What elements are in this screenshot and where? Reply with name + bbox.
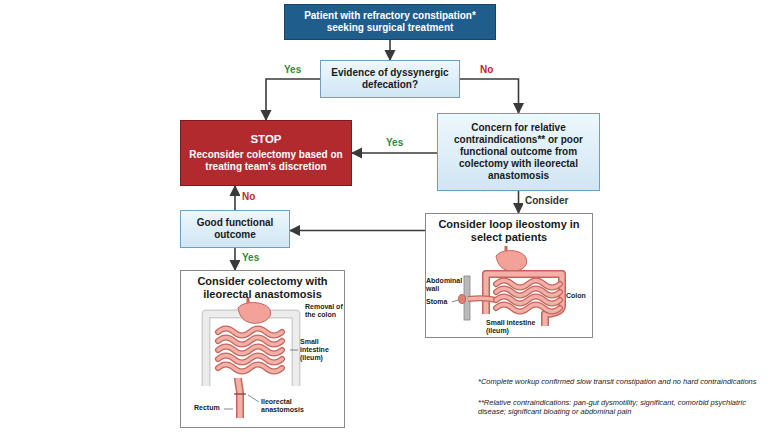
flow-arrow bbox=[290, 230, 425, 232]
intestine-coil bbox=[218, 329, 282, 336]
part-label: Stoma bbox=[426, 298, 454, 306]
removed-colon bbox=[206, 314, 296, 386]
edge-label: Yes bbox=[282, 64, 303, 76]
part-label: Abdominal wall bbox=[426, 277, 462, 293]
intestine-coil bbox=[218, 356, 282, 363]
intestine-coil bbox=[496, 305, 560, 312]
flow-arrow bbox=[352, 152, 437, 154]
leader-line bbox=[452, 300, 458, 302]
node-heading: Consider colectomy with ileorectal anast… bbox=[188, 275, 337, 301]
rectum bbox=[238, 378, 240, 418]
node-heading: Consider loop ileostomy in select patien… bbox=[433, 218, 585, 244]
node-heading: Concern for relative contraindications**… bbox=[445, 122, 592, 182]
flow-arrow bbox=[266, 79, 320, 120]
intestine-coil bbox=[218, 365, 282, 372]
edge-label: Consider bbox=[523, 195, 570, 207]
part-label: Small intestine (ileum) bbox=[300, 338, 342, 362]
anastomosis-mark bbox=[234, 393, 246, 394]
stomach bbox=[496, 251, 527, 272]
colon bbox=[486, 274, 562, 326]
stoma-loop bbox=[468, 298, 496, 300]
colon-outline bbox=[486, 274, 562, 326]
intestine-coil bbox=[496, 305, 560, 312]
node-heading: STOP bbox=[250, 133, 281, 147]
flow-arrow bbox=[389, 40, 391, 60]
intestine-coil bbox=[218, 356, 282, 363]
ileostomy-figure bbox=[452, 246, 562, 326]
edge-label: Yes bbox=[384, 137, 405, 149]
node-heading: Good functional outcome bbox=[188, 217, 282, 241]
node-heading: Patient with refractory constipation* se… bbox=[292, 10, 488, 34]
leader-line bbox=[248, 395, 259, 402]
start-box: Patient with refractory constipation* se… bbox=[284, 4, 496, 40]
leader-line bbox=[224, 409, 233, 410]
footnote: **Relative contraindications: pan-gut dy… bbox=[478, 399, 764, 416]
node-body: Reconsider colectomy based on treating t… bbox=[188, 149, 344, 173]
outcome-box: Good functional outcome bbox=[180, 210, 290, 248]
edge-label: Yes bbox=[240, 252, 261, 264]
leader-line bbox=[290, 350, 298, 351]
removed-colon bbox=[206, 314, 296, 386]
stoma bbox=[459, 295, 466, 304]
flow-arrow bbox=[518, 191, 520, 213]
flow-arrow bbox=[234, 186, 236, 210]
stop-box: STOP Reconsider colectomy based on treati… bbox=[180, 120, 352, 186]
intestine-coil bbox=[218, 338, 282, 345]
part-label: Removal of the colon bbox=[305, 303, 343, 319]
process-box: Concern for relative contraindications**… bbox=[437, 113, 600, 191]
footnote: *Complete workup confirmed slow transit … bbox=[478, 378, 764, 387]
edge-label: No bbox=[240, 191, 257, 203]
node-heading: Evidence of dyssynergic defecation? bbox=[328, 67, 452, 91]
rectum bbox=[238, 378, 240, 418]
intestine-coil bbox=[218, 347, 282, 354]
part-label: Colon bbox=[566, 292, 590, 300]
edge-label: No bbox=[478, 64, 495, 76]
decision-box: Evidence of dyssynergic defecation? bbox=[320, 60, 460, 98]
intestine-coil bbox=[218, 365, 282, 372]
intestine-coil bbox=[218, 338, 282, 345]
intestine-coil bbox=[218, 347, 282, 354]
part-label: Small intestine (ileum) bbox=[486, 319, 542, 335]
stoma-loop bbox=[468, 298, 496, 300]
part-label: Rectum bbox=[194, 404, 224, 412]
part-label: Ileorectal anastomosis bbox=[261, 398, 315, 414]
intestine-coil bbox=[218, 329, 282, 336]
stomach bbox=[238, 303, 271, 324]
flow-arrow bbox=[234, 248, 236, 270]
flow-arrow bbox=[460, 79, 519, 113]
